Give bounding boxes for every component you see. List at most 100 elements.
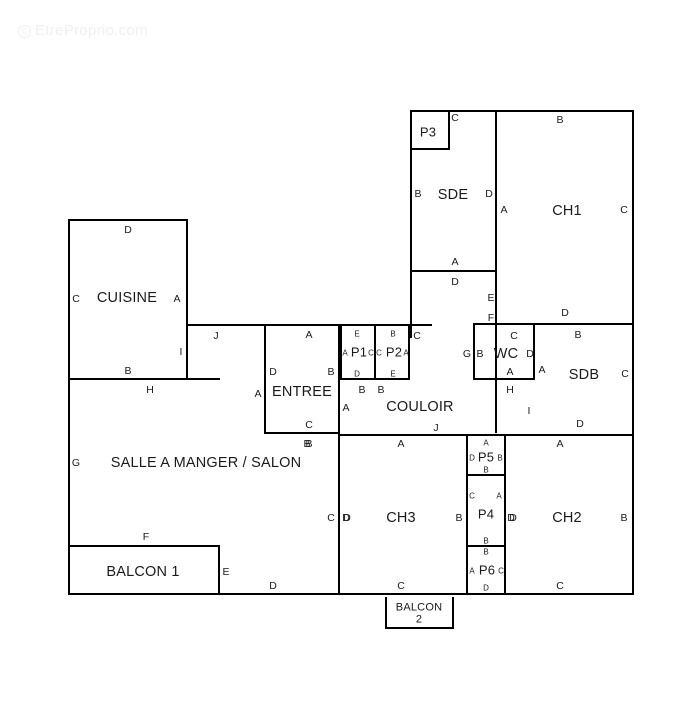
dim-entree-bottom-in: C bbox=[305, 419, 313, 431]
dim-ch2-left: D bbox=[507, 512, 515, 524]
dim-p4-top-right: A bbox=[496, 491, 502, 501]
room-label-p4: P4 bbox=[477, 506, 495, 522]
wall-p1p2-divider bbox=[374, 324, 376, 380]
dim-p5-right: B bbox=[497, 453, 503, 463]
wall-cuisine-right bbox=[186, 219, 188, 380]
wall-p5-p4-divider bbox=[468, 474, 504, 476]
wall-balcon1-right bbox=[218, 545, 220, 595]
dim-sde-bottom-out: D bbox=[451, 276, 459, 288]
room-label-wc: WC bbox=[493, 346, 519, 362]
dim-ch2-bottom: C bbox=[556, 580, 564, 592]
dim-p1-bottom-out: B bbox=[377, 384, 385, 396]
dim-sdb-right: C bbox=[621, 368, 629, 380]
room-label-p3: P3 bbox=[419, 124, 437, 140]
dim-p1-top: E bbox=[354, 329, 360, 339]
dim-p1-left: A bbox=[342, 348, 348, 358]
dim-p5-left: D bbox=[469, 453, 475, 463]
dim-salon-right-in: C bbox=[327, 512, 335, 524]
dim-sde-bottom-in: A bbox=[451, 256, 459, 268]
dim-sdb-left: A bbox=[538, 364, 546, 376]
room-label-p6: P6 bbox=[478, 562, 496, 578]
dim-cuisine-outer-bottom: H bbox=[146, 384, 154, 396]
dim-sdb-bottom: D bbox=[576, 418, 584, 430]
wall-salon-right bbox=[338, 434, 340, 595]
dim-p1-bottom-in: D bbox=[354, 369, 360, 379]
room-label-ch3: CH3 bbox=[386, 510, 416, 526]
room-label-ch1: CH1 bbox=[552, 203, 582, 219]
wall-couloir-bottom bbox=[338, 434, 534, 436]
room-label-entree: ENTREE bbox=[271, 384, 333, 400]
dim-couloir-right: I bbox=[527, 405, 531, 417]
wall-balcon2-left bbox=[385, 597, 387, 629]
dim-sde-right: D bbox=[485, 188, 493, 200]
wall-p1-left bbox=[340, 326, 342, 380]
dim-p2-top: B bbox=[390, 329, 396, 339]
room-label-salon: SALLE A MANGER / SALON bbox=[110, 455, 302, 471]
dim-salon-bottom: D bbox=[269, 580, 277, 592]
room-label-cuisine: CUISINE bbox=[96, 290, 158, 306]
dim-cuisine-right: A bbox=[173, 293, 181, 305]
copyright-icon: C bbox=[18, 24, 31, 38]
wall-sde-left bbox=[410, 110, 412, 338]
dim-wc-left-in: B bbox=[476, 348, 484, 360]
wall-wc-top bbox=[473, 323, 535, 325]
wall-sdb-bottom bbox=[533, 434, 634, 436]
wall-p3-bottom bbox=[412, 148, 450, 150]
wall-p2-right bbox=[408, 324, 410, 380]
dim-ch3-top: A bbox=[397, 438, 405, 450]
dim-ch1-left: A bbox=[500, 204, 508, 216]
wall-ch3-right bbox=[466, 436, 468, 593]
room-label-ch2: CH2 bbox=[552, 510, 582, 526]
dim-cuisine-right-stub: I bbox=[179, 346, 183, 358]
wall-p4-p6-divider bbox=[468, 545, 504, 547]
dim-salon-left: G bbox=[71, 457, 81, 469]
dim-couloir-left: A bbox=[342, 402, 350, 414]
dim-p5-bottom: B bbox=[483, 465, 489, 475]
dim-ch1-bottom: D bbox=[561, 307, 569, 319]
dim-p4-bottom: B bbox=[483, 536, 489, 546]
wall-placards-bottom bbox=[468, 593, 506, 595]
room-label-balcon2-line2: 2 bbox=[415, 613, 423, 626]
dim-sdb-top: B bbox=[574, 329, 582, 341]
dim-p4-right: D bbox=[509, 512, 517, 524]
room-label-sdb: SDB bbox=[568, 367, 600, 383]
dim-wc-bottom-out: H bbox=[506, 384, 514, 396]
dim-p6-left: A bbox=[469, 566, 475, 576]
dim-p2-right: A bbox=[403, 348, 409, 358]
dim-entree-right: B bbox=[327, 366, 335, 378]
dim-balcon1-right: E bbox=[222, 566, 230, 578]
dim-p2-bottom: E bbox=[390, 369, 396, 379]
dim-entree-left-out: A bbox=[254, 388, 262, 400]
dim-p2-left: C bbox=[376, 348, 382, 358]
wall-wc-bottom bbox=[473, 378, 535, 380]
wall-p3-right bbox=[448, 112, 450, 150]
dim-p4-top-left: C bbox=[469, 491, 475, 501]
dim-entree-top: A bbox=[305, 329, 313, 341]
wall-cuisine-bottom bbox=[68, 378, 220, 380]
dim-ch3-left: D bbox=[343, 512, 351, 524]
dim-ch1-top: B bbox=[556, 114, 564, 126]
wall-sde-bottom bbox=[410, 270, 497, 272]
room-label-p1: P1 bbox=[350, 344, 368, 360]
room-label-balcon1: BALCON 1 bbox=[106, 564, 180, 580]
wall-p1p2-bottom bbox=[340, 378, 410, 380]
dim-cuisine-top: D bbox=[124, 224, 132, 236]
dim-ch2-top: A bbox=[556, 438, 564, 450]
wall-entree-bottom bbox=[264, 432, 340, 434]
wall-corridor-top bbox=[186, 324, 432, 326]
wall-placards-right bbox=[504, 436, 506, 593]
wall-wc-right bbox=[533, 323, 535, 380]
dim-p3-corner: C bbox=[451, 112, 459, 124]
dim-sde-lower-left: E bbox=[487, 292, 495, 304]
wall-sdb-right bbox=[632, 323, 634, 436]
watermark-text: EtreProprio.com bbox=[35, 22, 148, 39]
dim-wc-left-out: G bbox=[462, 348, 472, 360]
wall-cuisine-left bbox=[68, 219, 70, 595]
dim-p6-top: B bbox=[483, 547, 489, 557]
wall-entree-left bbox=[264, 324, 266, 434]
wall-cuisine-top bbox=[68, 219, 188, 221]
dim-salon-right-out: D bbox=[342, 512, 350, 524]
dim-p6-right: C bbox=[498, 566, 504, 576]
wall-couloir-left bbox=[338, 324, 340, 436]
dim-sde-left: B bbox=[414, 188, 422, 200]
